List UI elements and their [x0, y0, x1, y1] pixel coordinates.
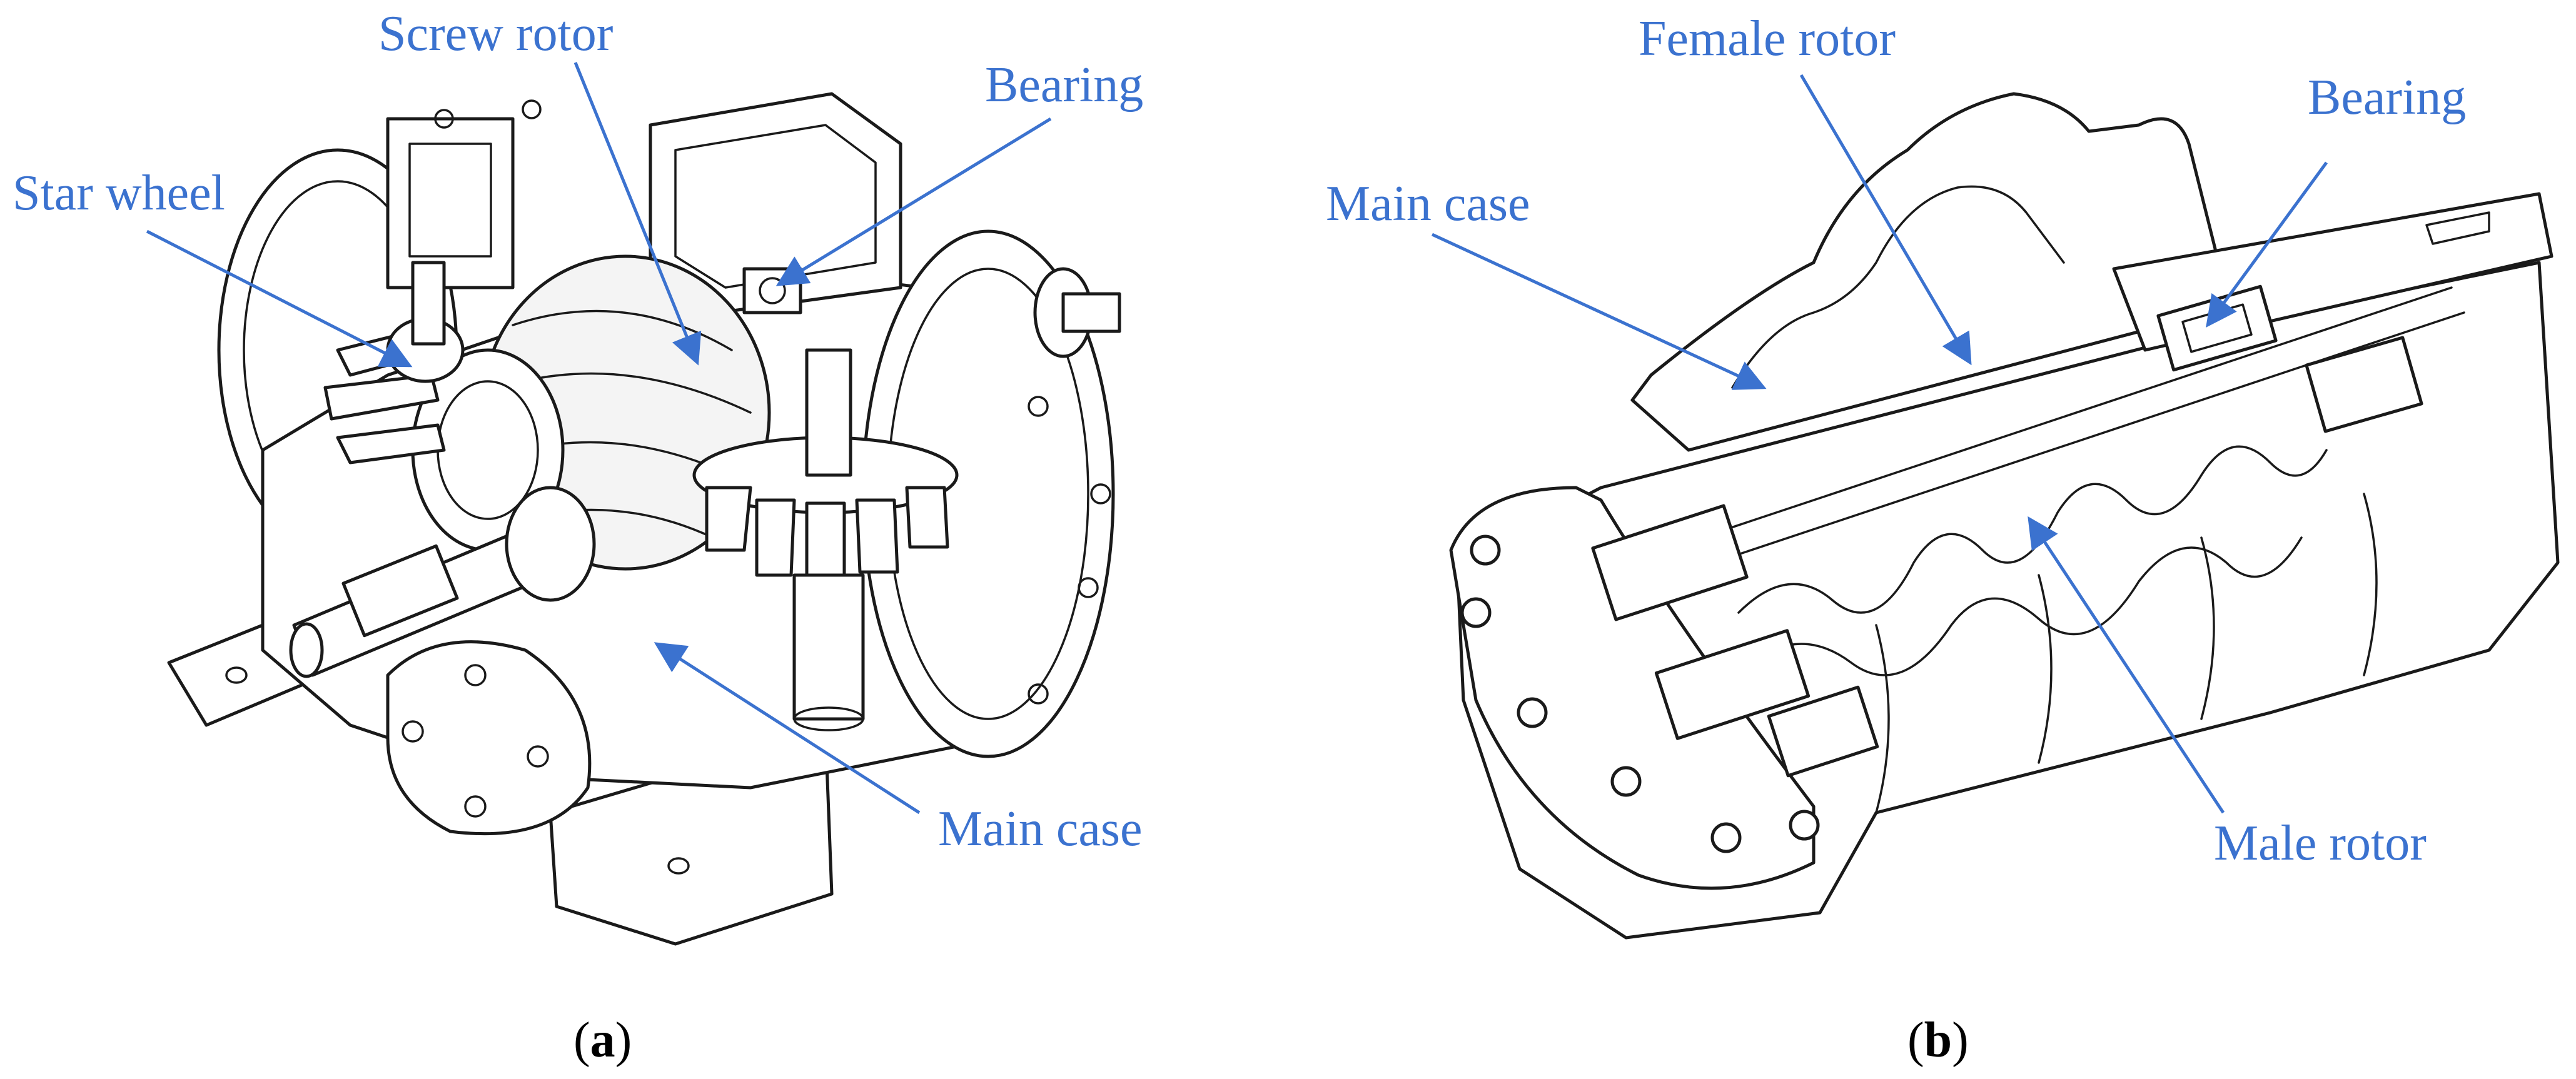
bolt	[1710, 822, 1742, 853]
label-main-case-a: Main case	[938, 801, 1143, 856]
label-female-rotor: Female rotor	[1639, 11, 1896, 66]
label-male-rotor: Male rotor	[2214, 816, 2427, 871]
panel-label-a: (a)	[573, 1013, 632, 1068]
callout-arrows-a	[146, 62, 1052, 815]
female-rotor-edge	[1625, 286, 2453, 564]
lower-end-cap	[386, 640, 592, 836]
label-star-wheel: Star wheel	[13, 166, 225, 221]
label-main-case-b: Main case	[1326, 176, 1530, 231]
bolt	[1460, 597, 1492, 628]
label-bearing-b: Bearing	[2308, 70, 2466, 125]
bolt	[1517, 697, 1548, 728]
star-wheel-right	[692, 348, 959, 731]
label-bearing-a: Bearing	[985, 58, 1143, 113]
bolt	[1470, 534, 1501, 566]
bolt	[1789, 810, 1820, 841]
star-wheel-left	[323, 261, 465, 464]
upper-wall	[1630, 92, 2228, 452]
twin-screw-compressor-drawing	[1449, 92, 2560, 940]
bolt	[1610, 766, 1642, 797]
panel-label-b: (b)	[1907, 1013, 1969, 1068]
single-screw-compressor-drawing	[167, 92, 1121, 946]
callout-arrows-b	[1431, 74, 2328, 814]
end-cap	[1449, 486, 1816, 890]
drive-shaft	[289, 486, 596, 678]
label-screw-rotor: Screw rotor	[378, 6, 613, 61]
